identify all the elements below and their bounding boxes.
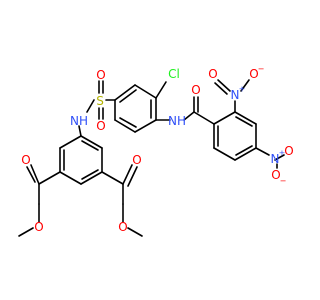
- right-ester-carbonyl-oxygen-label: O: [132, 153, 141, 167]
- sulfonyl-oxygen-top-label: O: [96, 68, 105, 82]
- nitro-2-nitrogen-label: N: [271, 152, 280, 166]
- nitro-1-oxygen-right-label: O: [249, 67, 258, 81]
- bond-layer: [18, 79, 285, 237]
- left-ester-carbonyl-oxygen-label: O: [21, 153, 30, 167]
- nitro-1-nitrogen-label: N: [231, 88, 240, 102]
- left-ester-oxygen-label: O: [34, 220, 43, 234]
- nitro-2-oxygen-bottom-label: O: [271, 168, 280, 182]
- sulfonyl-oxygen-bottom-label: O: [96, 119, 105, 133]
- amide-nh-label: NH: [168, 114, 186, 128]
- nitro-2-oxygen-right-label: O: [284, 144, 293, 158]
- structure-canvas: Cl NH O S O O NH N + O O − N + O O − O O…: [18, 65, 294, 237]
- sulfonamide-nh-label: NH: [70, 114, 88, 128]
- nitro-1-plus-label: +: [239, 85, 246, 94]
- amide-oxygen-label: O: [191, 83, 200, 97]
- nitro-2-plus-label: +: [279, 149, 286, 158]
- right-ester-oxygen-label: O: [118, 220, 127, 234]
- nitro-2-minus-label: −: [280, 177, 287, 186]
- nitro-1-minus-label: −: [258, 65, 265, 74]
- atom-label-layer: Cl NH O S O O NH N + O O − N + O O − O O…: [21, 65, 293, 235]
- molecule-diagram: Cl NH O S O O NH N + O O − N + O O − O O…: [18, 65, 294, 237]
- sulfur-atom-label: S: [96, 94, 104, 108]
- nitro-1-oxygen-left-label: O: [208, 67, 217, 81]
- chlorine-atom-label: Cl: [168, 67, 180, 81]
